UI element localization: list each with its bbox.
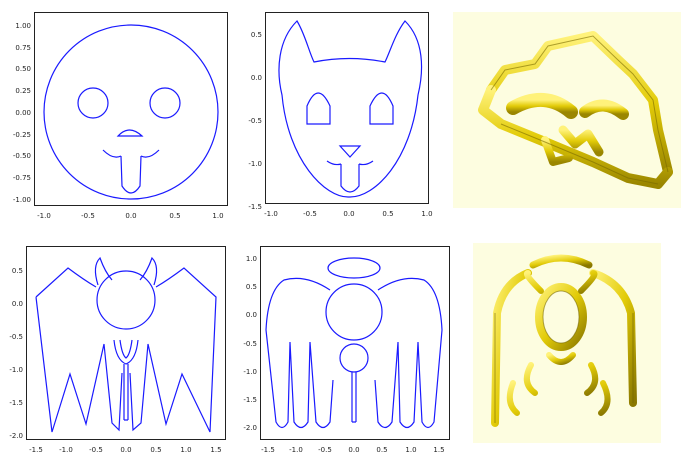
angel-plot-svg: -1.5 -1.0 -0.5 0.0 0.5 1.0 1.5 1.0 0.5 0…	[243, 255, 444, 454]
x-tick-label: -1.0	[37, 212, 51, 220]
devil-ytick-labels: 0.5 0.0 -0.5 -1.0 -1.5 -2.0	[9, 267, 23, 440]
y-tick-label: 0.0	[251, 74, 262, 82]
angel-staff	[351, 372, 357, 423]
y-tick-label: 1.00	[15, 22, 31, 30]
y-tick-label: -1.5	[248, 203, 262, 211]
angel-xtick-labels: -1.5 -1.0 -0.5 0.0 0.5 1.0 1.5	[261, 446, 444, 454]
x-tick-label: -1.0	[264, 210, 278, 218]
x-tick-label: 1.0	[212, 212, 223, 220]
x-tick-label: -1.0	[59, 446, 73, 454]
devil-plot-svg: -1.5 -1.0 -0.5 0.0 0.5 1.0 1.5 0.5 0.0 -…	[9, 256, 222, 454]
y-tick-label: -2.0	[9, 432, 23, 440]
x-tick-label: 0.0	[125, 212, 136, 220]
x-tick-label: -0.5	[303, 210, 317, 218]
x-tick-label: 0.5	[376, 446, 387, 454]
y-tick-label: -1.0	[9, 366, 23, 374]
angel-wings-outline	[265, 277, 443, 429]
devil-right-horn	[139, 256, 158, 286]
devil-wings-outline	[35, 267, 217, 433]
angel-plot: -1.5 -1.0 -0.5 0.0 0.5 1.0 1.5 1.0 0.5 0…	[230, 240, 450, 465]
x-tick-label: -1.5	[29, 446, 43, 454]
x-tick-label: 0.0	[348, 446, 359, 454]
cat-right-eye	[369, 92, 394, 125]
x-tick-label: 1.0	[421, 210, 432, 218]
cat-mouth	[326, 160, 374, 166]
x-tick-label: 0.0	[343, 210, 354, 218]
y-tick-label: -0.25	[13, 131, 31, 139]
y-tick-label: -0.50	[13, 152, 31, 160]
y-tick-label: -1.0	[243, 368, 257, 376]
nose	[116, 129, 144, 137]
angel-ytick-labels: 1.0 0.5 0.0 -0.5 -1.0 -1.5 -2.0	[243, 255, 257, 432]
right-eye	[149, 87, 181, 119]
angel-pendant-3d-svg	[491, 254, 637, 438]
cat-plot: -1.0 -0.5 0.0 0.5 1.0 0.5 0.0 -0.5 -1.0 …	[230, 0, 450, 225]
mouth	[102, 149, 160, 158]
x-tick-label: 0.5	[150, 446, 161, 454]
y-tick-label: 0.5	[12, 267, 23, 275]
face-plot-svg: -1.0 -0.5 0.0 0.5 1.0 1.00 0.75 0.50 0.2…	[13, 22, 224, 220]
x-tick-label: 0.5	[169, 212, 180, 220]
cat-tongue	[340, 164, 360, 193]
devil-plot: -1.5 -1.0 -0.5 0.0 0.5 1.0 1.5 0.5 0.0 -…	[0, 240, 230, 465]
ring-3d-render	[453, 12, 681, 208]
cat-plot-frame	[265, 12, 429, 204]
angel-pendant-3d-render	[473, 243, 661, 443]
cat-xtick-labels: -1.0 -0.5 0.0 0.5 1.0	[264, 210, 432, 218]
y-tick-label: 0.5	[251, 31, 262, 39]
x-tick-label: -1.0	[289, 446, 303, 454]
left-eye	[77, 87, 109, 119]
y-tick-label: -1.0	[248, 160, 262, 168]
devil-staff	[123, 364, 129, 421]
x-tick-label: -0.5	[89, 446, 103, 454]
y-tick-label: -2.0	[243, 424, 257, 432]
y-tick-label: 0.50	[15, 65, 31, 73]
face-outline	[43, 24, 219, 200]
y-tick-label: -0.5	[9, 333, 23, 341]
devil-head	[96, 270, 156, 330]
ring-3d-svg	[478, 31, 673, 189]
face-plot-frame	[34, 12, 228, 206]
face-ytick-labels: 1.00 0.75 0.50 0.25 0.00 -0.25 -0.50 -0.…	[13, 22, 31, 204]
y-tick-label: -1.5	[9, 399, 23, 407]
x-tick-label: 1.0	[405, 446, 416, 454]
x-tick-label: -1.5	[261, 446, 275, 454]
y-tick-label: 1.0	[246, 255, 257, 263]
x-tick-label: -0.5	[81, 212, 95, 220]
x-tick-label: 1.5	[210, 446, 221, 454]
angel-head	[325, 283, 383, 341]
tongue	[120, 155, 142, 194]
x-tick-label: -0.5	[318, 446, 332, 454]
y-tick-label: -0.5	[243, 340, 257, 348]
x-tick-label: 1.0	[180, 446, 191, 454]
face-plot: -1.0 -0.5 0.0 0.5 1.0 1.00 0.75 0.50 0.2…	[0, 0, 230, 225]
cat-left-eye	[306, 92, 331, 125]
y-tick-label: 0.0	[246, 311, 257, 319]
y-tick-label: -0.75	[13, 174, 31, 182]
y-tick-label: -0.5	[248, 117, 262, 125]
y-tick-label: -1.5	[243, 396, 257, 404]
y-tick-label: -1.00	[13, 196, 31, 204]
cat-head-outline	[278, 20, 423, 198]
y-tick-label: 0.75	[15, 44, 31, 52]
x-tick-label: 0.5	[382, 210, 393, 218]
y-tick-label: 0.0	[12, 300, 23, 308]
cat-ytick-labels: 0.5 0.0 -0.5 -1.0 -1.5	[248, 31, 262, 211]
y-tick-label: 0.5	[246, 283, 257, 291]
devil-xtick-labels: -1.5 -1.0 -0.5 0.0 0.5 1.0 1.5	[29, 446, 221, 454]
cat-nose	[338, 145, 362, 158]
y-tick-label: 0.00	[15, 109, 31, 117]
y-tick-label: 0.25	[15, 87, 31, 95]
angel-halo	[327, 257, 381, 279]
devil-trident	[113, 339, 139, 365]
x-tick-label: 1.5	[433, 446, 444, 454]
face-xtick-labels: -1.0 -0.5 0.0 0.5 1.0	[37, 212, 223, 220]
cat-plot-svg: -1.0 -0.5 0.0 0.5 1.0 0.5 0.0 -0.5 -1.0 …	[248, 20, 433, 218]
devil-left-horn	[94, 256, 113, 286]
angel-body	[339, 343, 369, 373]
x-tick-label: 0.0	[120, 446, 131, 454]
